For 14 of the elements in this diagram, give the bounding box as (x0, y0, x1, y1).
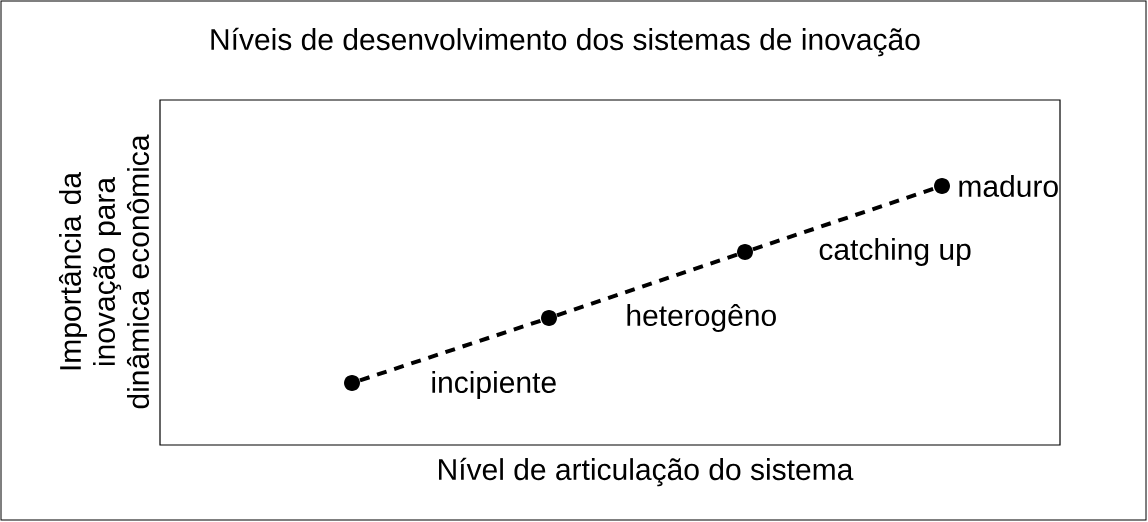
data-point (737, 244, 753, 260)
chart-title: Níveis de desenvolvimento dos sistemas de inovação (211, 27, 920, 57)
point-label: maduro (959, 175, 1058, 197)
point-label: catching up (819, 238, 971, 266)
data-point (344, 375, 360, 391)
dashed-line (752, 186, 935, 252)
data-point (934, 178, 950, 194)
axis-label: Nível de articulação do sistema (439, 457, 854, 487)
dashed-line (556, 252, 738, 318)
axis-label: Importância da inovação para dinâmica econômica (58, 134, 150, 409)
point-label: incipiente (432, 371, 556, 399)
dashed-line (359, 318, 542, 383)
point-label: heterogêno (627, 303, 776, 332)
data-point (541, 310, 557, 326)
